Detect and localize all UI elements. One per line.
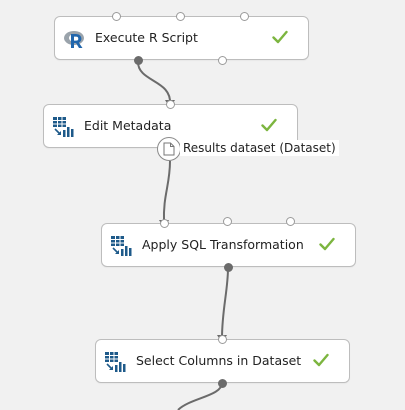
dataset-module-icon bbox=[111, 236, 132, 256]
port-tooltip: Results dataset (Dataset) bbox=[180, 140, 339, 156]
connection-metadata-to-sql[interactable] bbox=[162, 160, 171, 223]
module-label: Edit Metadata bbox=[84, 118, 172, 133]
input-port[interactable] bbox=[112, 12, 121, 21]
connection-r-to-metadata[interactable] bbox=[137, 61, 172, 105]
dataset-module-icon bbox=[53, 117, 74, 137]
input-port[interactable] bbox=[223, 217, 232, 226]
check-icon bbox=[319, 237, 335, 251]
module-select-columns-in-dataset[interactable]: Select Columns in Dataset bbox=[95, 339, 350, 383]
module-label: Execute R Script bbox=[95, 30, 198, 45]
check-icon bbox=[313, 353, 329, 367]
dataset-module-icon bbox=[105, 352, 126, 372]
check-icon bbox=[261, 118, 277, 132]
check-icon bbox=[272, 30, 288, 44]
document-icon bbox=[163, 142, 175, 156]
input-port[interactable] bbox=[160, 219, 169, 228]
output-port[interactable] bbox=[218, 379, 227, 388]
output-port[interactable] bbox=[224, 263, 233, 272]
output-port[interactable] bbox=[218, 56, 227, 65]
connection-sql-to-select[interactable] bbox=[221, 267, 229, 339]
module-apply-sql-transformation[interactable]: Apply SQL Transformation bbox=[101, 223, 356, 267]
r-logo-icon bbox=[64, 31, 84, 48]
connection-select-outgoing[interactable] bbox=[177, 382, 223, 410]
module-label: Apply SQL Transformation bbox=[142, 237, 304, 252]
input-port[interactable] bbox=[240, 12, 249, 21]
output-port[interactable] bbox=[134, 56, 143, 65]
output-port-hover[interactable] bbox=[157, 137, 181, 161]
input-port[interactable] bbox=[218, 335, 227, 344]
input-port[interactable] bbox=[176, 12, 185, 21]
input-port[interactable] bbox=[286, 217, 295, 226]
input-port[interactable] bbox=[166, 100, 175, 109]
module-execute-r-script[interactable]: Execute R Script bbox=[54, 16, 309, 60]
module-label: Select Columns in Dataset bbox=[136, 353, 302, 368]
